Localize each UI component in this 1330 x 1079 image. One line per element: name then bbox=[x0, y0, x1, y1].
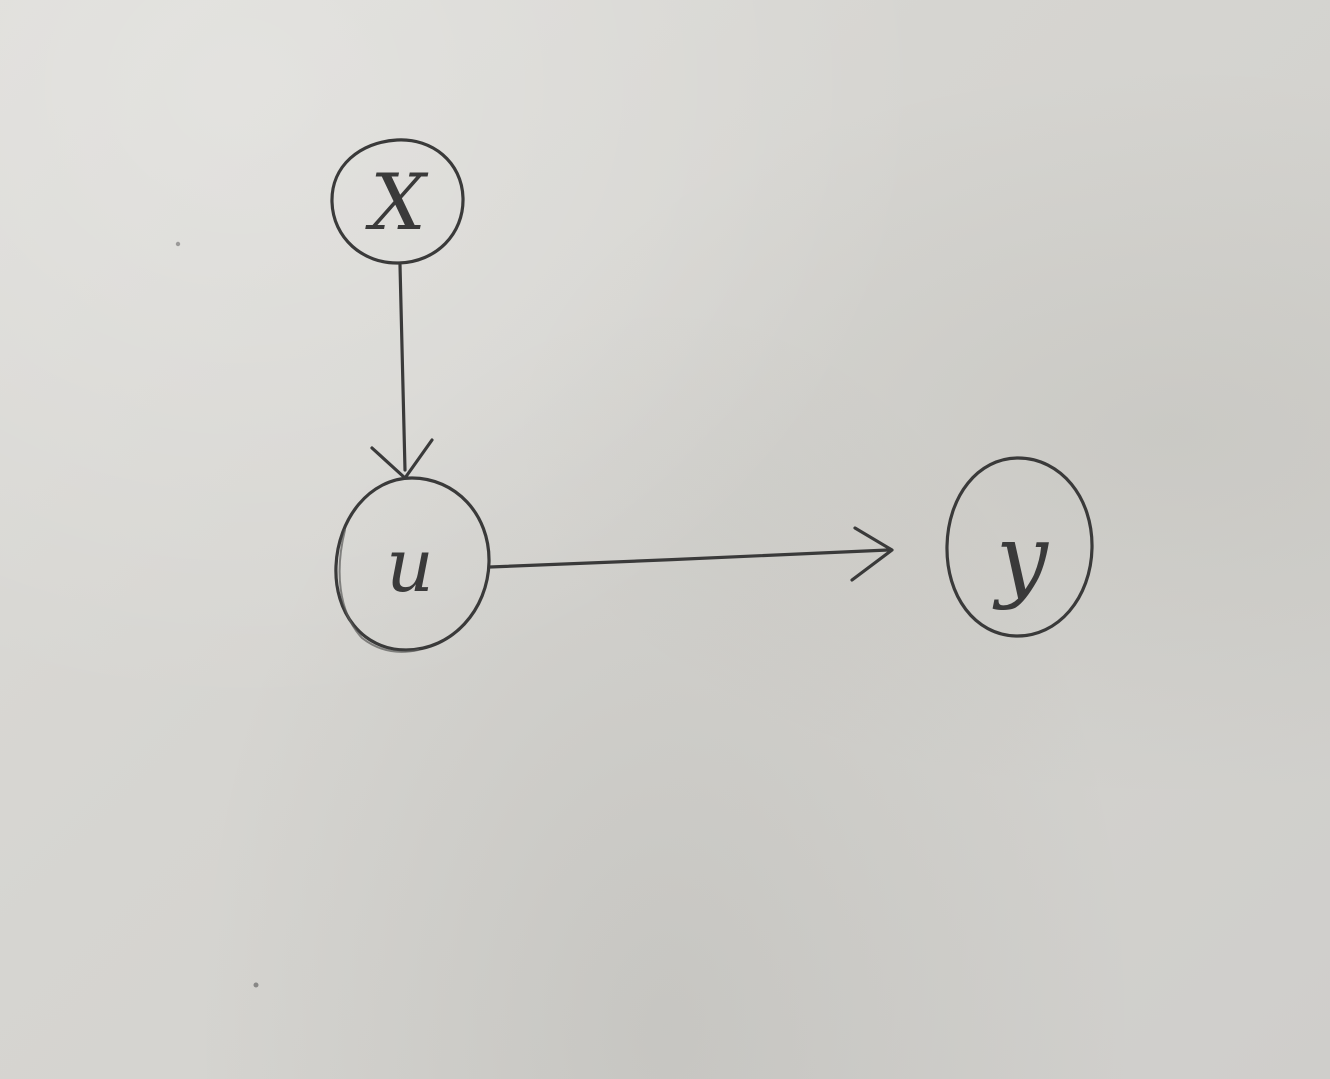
paper-speck bbox=[175, 241, 181, 247]
node-x-circle bbox=[330, 138, 465, 265]
node-y-circle bbox=[945, 456, 1094, 638]
node-u-circle-overstroke bbox=[338, 529, 419, 653]
edge-u-to-y-arrowhead bbox=[850, 526, 894, 582]
node-x-label: X bbox=[364, 158, 429, 248]
node-u: u bbox=[334, 476, 491, 653]
node-u-circle bbox=[334, 476, 491, 652]
node-y: y bbox=[945, 456, 1094, 638]
node-x: X bbox=[330, 138, 465, 265]
paper-speck bbox=[253, 982, 259, 988]
edge-u-to-y-line bbox=[488, 548, 890, 569]
edge-x-to-u-arrowhead bbox=[370, 438, 434, 480]
node-u-label: u bbox=[386, 523, 434, 609]
edge-x-to-u-line bbox=[398, 263, 407, 472]
node-y-label: y bbox=[992, 505, 1049, 612]
edge-u-to-y bbox=[488, 526, 894, 582]
edge-x-to-u bbox=[370, 263, 434, 480]
